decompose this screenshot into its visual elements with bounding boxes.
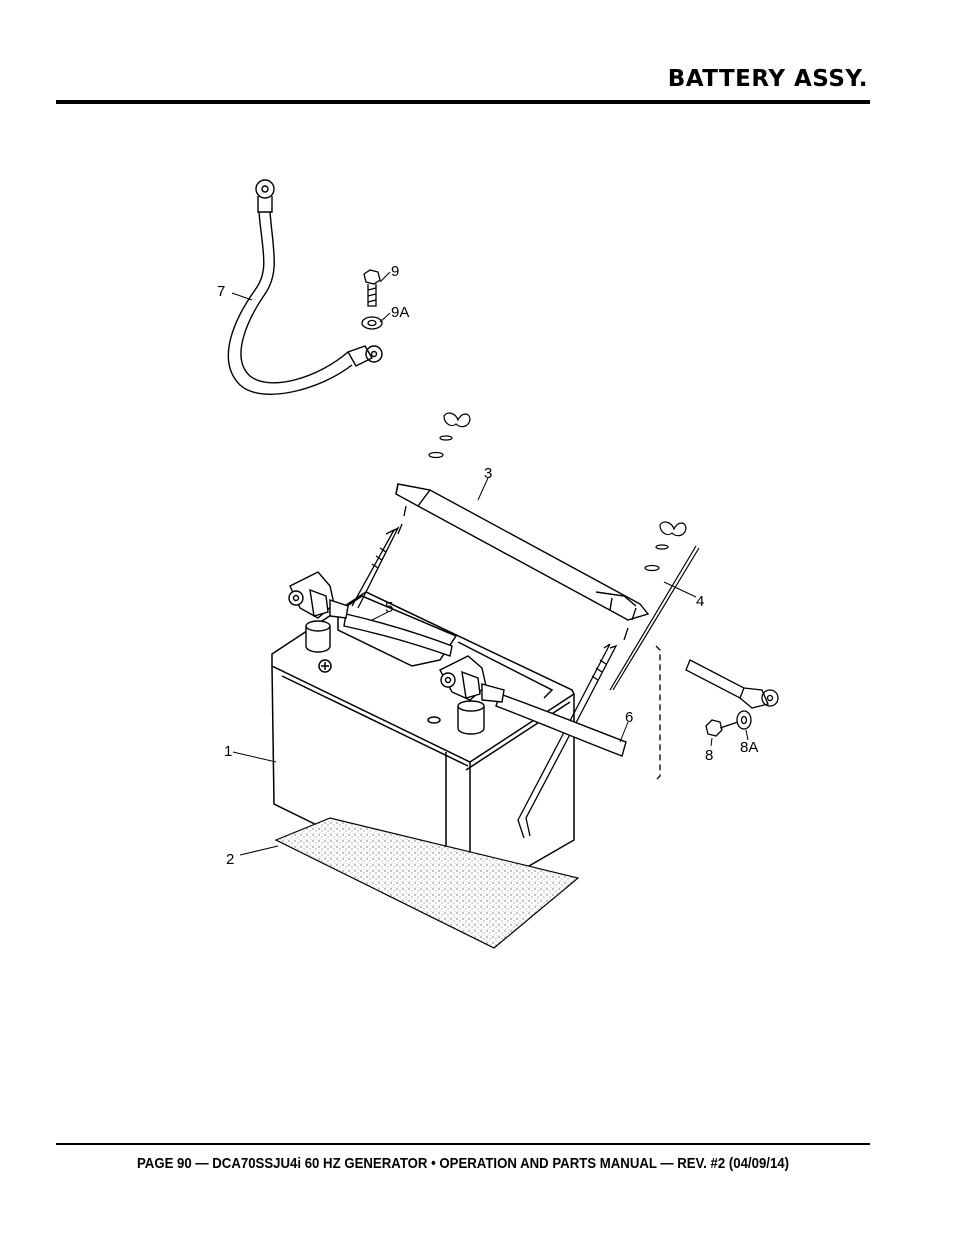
j-bolts (351, 505, 637, 839)
callout-6: 6 (625, 709, 633, 726)
callout-8: 8 (705, 747, 713, 764)
fastener-line (609, 545, 700, 691)
battery-terminals (305, 620, 485, 735)
callout-1: 1 (224, 743, 232, 760)
hold-down-bracket (395, 483, 650, 621)
page-footer: PAGE 90 — DCA70SSJU4i 60 HZ GENERATOR • … (136, 1155, 790, 1172)
battery-cable-negative (288, 571, 453, 657)
callout-9: 9 (391, 263, 399, 280)
bolt-and-washer (361, 269, 383, 330)
ground-cable (227, 179, 383, 395)
callout-5: 5 (385, 599, 393, 616)
callout-2: 2 (226, 851, 234, 868)
page-title: BATTERY ASSY. (667, 66, 868, 92)
leader-lines (231, 271, 749, 856)
footer-divider (56, 1143, 870, 1145)
battery-pad (274, 817, 580, 949)
battery-cable-positive (439, 655, 627, 757)
callout-7: 7 (217, 283, 225, 300)
callout-9a: 9A (391, 304, 409, 321)
cable-end-assembly (655, 645, 779, 781)
callout-3: 3 (484, 465, 492, 482)
callout-labels: 7 9 9A 3 4 5 6 1 2 8 8A (217, 263, 758, 868)
callout-8a: 8A (740, 739, 758, 756)
hold-down-hardware (428, 412, 687, 572)
callout-4: 4 (696, 593, 704, 610)
header-divider (56, 100, 870, 104)
